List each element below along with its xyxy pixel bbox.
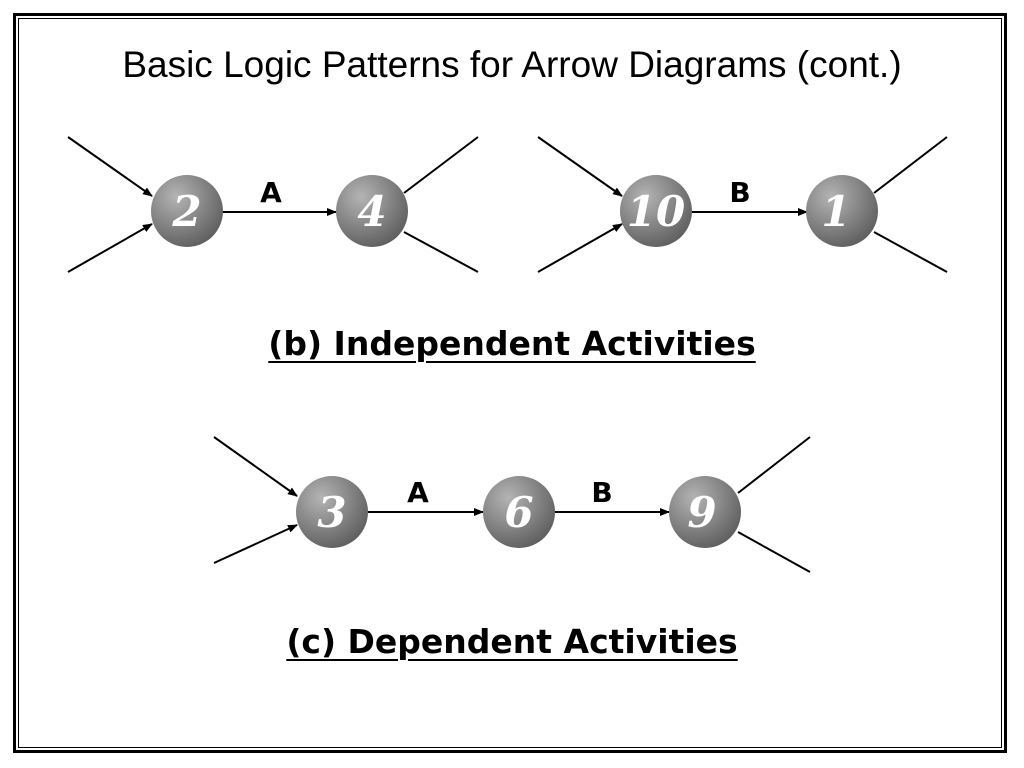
incoming-arrow — [537, 223, 623, 273]
incoming-arrow — [213, 436, 298, 497]
caption-independent-activities: (b) Independent Activities — [0, 324, 1024, 363]
event-node-3 — [296, 476, 368, 548]
outgoing-line — [403, 231, 479, 273]
incoming-arrow — [67, 136, 153, 197]
outgoing-line — [873, 136, 948, 194]
caption-text: (c) Dependent Activities — [286, 622, 738, 661]
caption-text: (b) Independent Activities — [268, 324, 756, 363]
incoming-arrow — [537, 136, 623, 197]
slide-title: Basic Logic Patterns for Arrow Diagrams … — [122, 44, 902, 85]
incoming-arrow — [213, 524, 298, 564]
activity-label-a: A — [260, 176, 282, 209]
outgoing-line — [737, 436, 811, 494]
dependent-chain: 3 6 9 A B — [213, 436, 811, 573]
event-node-10-label: 10 — [627, 187, 685, 236]
event-node-6-label: 6 — [504, 488, 533, 537]
event-node-1 — [806, 175, 878, 247]
independent-pair-a: 2 4 A — [67, 136, 479, 273]
event-node-6 — [483, 476, 555, 548]
slide-border-inner — [18, 18, 1002, 748]
event-node-4 — [336, 175, 408, 247]
slide-border-outer — [13, 13, 1007, 753]
event-node-2-label: 2 — [171, 187, 201, 236]
outgoing-line — [873, 231, 948, 273]
caption-dependent-activities: (c) Dependent Activities — [0, 622, 1024, 661]
event-node-9 — [669, 476, 741, 548]
activity-label-a: A — [407, 476, 429, 509]
event-node-2 — [151, 175, 223, 247]
event-node-4-label: 4 — [357, 187, 386, 236]
event-node-10 — [620, 175, 692, 247]
independent-pair-b: 10 1 B — [537, 136, 948, 273]
event-node-9-label: 9 — [687, 488, 716, 537]
event-node-1-label: 1 — [821, 187, 850, 236]
activity-label-b: B — [591, 476, 612, 509]
outgoing-line — [737, 531, 811, 573]
incoming-arrow — [67, 223, 153, 273]
event-node-3-label: 3 — [317, 488, 346, 537]
outgoing-line — [403, 136, 479, 194]
activity-label-b: B — [729, 176, 750, 209]
